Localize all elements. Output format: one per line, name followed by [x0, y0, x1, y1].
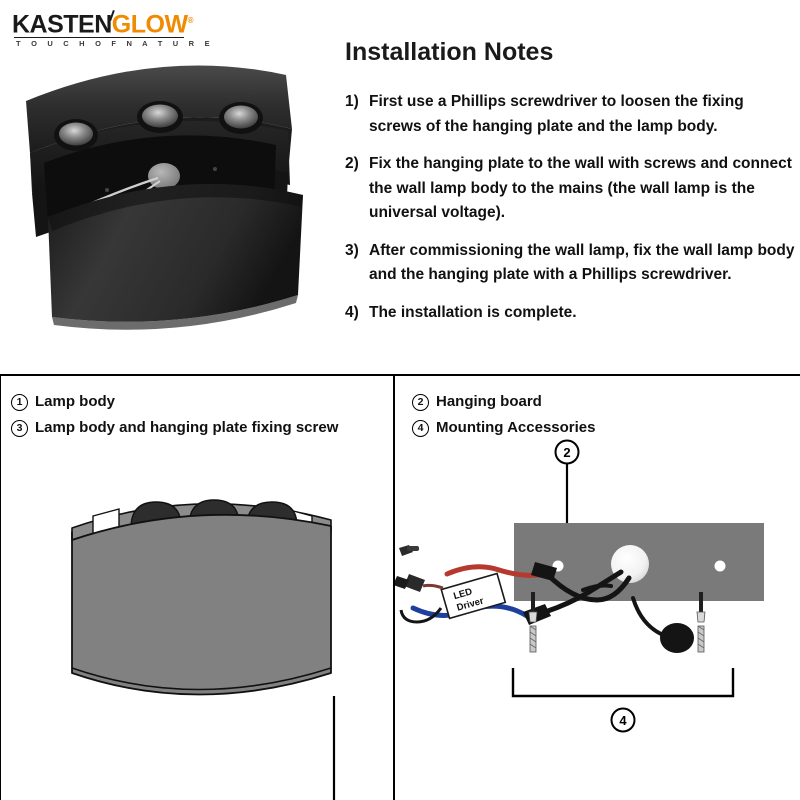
callout-marker-4: 4 — [610, 707, 636, 733]
svg-text:4: 4 — [619, 713, 627, 728]
legend-label-4: Mounting Accessories — [436, 419, 596, 436]
note-step-3-text: After commissioning the wall lamp, fix t… — [369, 241, 795, 284]
page-title: Installation Notes — [345, 38, 554, 66]
svg-text:2: 2 — [563, 445, 570, 460]
note-step-4: 4) The installation is complete. — [345, 301, 795, 326]
brand-name-part1: KASTEN — [12, 10, 112, 39]
callout-marker-2: 2 — [554, 439, 580, 465]
legend-marker-4: 4 — [412, 419, 429, 437]
accessory-pair-right — [696, 592, 706, 653]
top-section: KASTENGLOW® T O U C H O F N A T U R E — [0, 0, 800, 375]
legend-label-2: Hanging board — [436, 393, 542, 410]
figure-lamp-body-diagram: 3 1 — [1, 376, 393, 800]
diagram-led-driver: LED Driver — [440, 572, 507, 620]
product-photo — [8, 45, 328, 355]
logo-divider-rule — [14, 37, 184, 38]
diagram-loose-screw — [399, 545, 419, 556]
figure-hanging-board-diagram: 2 — [395, 376, 800, 800]
panel-left-border — [0, 376, 1, 800]
legend-item-4: 4 Mounting Accessories — [412, 415, 792, 441]
note-step-1-number: 1) — [345, 93, 359, 110]
led-driver-label-line1: LED — [452, 586, 473, 602]
installation-notes: Installation Notes 1) First use a Philli… — [345, 38, 795, 338]
brand-name-part2: GLOW — [111, 10, 188, 39]
legend-item-1: 1 Lamp body — [11, 389, 391, 415]
brand-logo: KASTENGLOW® T O U C H O F N A T U R E — [12, 8, 210, 50]
note-step-2: 2) Fix the hanging plate to the wall wit… — [345, 152, 795, 226]
legend-marker-1: 1 — [11, 393, 28, 411]
legend-marker-2: 2 — [412, 393, 429, 411]
legend-right: 2 Hanging board 4 Mounting Accessories — [412, 389, 792, 441]
panel-lamp-body: 1 Lamp body 3 Lamp body and hanging plat… — [1, 376, 393, 800]
legend-item-3: 3 Lamp body and hanging plate fixing scr… — [11, 415, 391, 441]
note-step-2-number: 2) — [345, 155, 359, 172]
board-screw-hole-right — [714, 560, 726, 572]
diagram-hanging-board — [514, 523, 764, 601]
note-step-4-text: The installation is complete. — [369, 303, 577, 321]
diagram-mounting-accessories — [528, 592, 706, 653]
legend-marker-3: 3 — [11, 419, 28, 437]
legend-left: 1 Lamp body 3 Lamp body and hanging plat… — [11, 389, 391, 441]
diagram-lamp-body — [71, 499, 332, 696]
note-step-3: 3) After commissioning the wall lamp, fi… — [345, 239, 795, 288]
panel-hanging-board: 2 Hanging board 4 Mounting Accessories — [395, 376, 800, 800]
section-divider-horizontal — [0, 374, 800, 376]
brand-wordmark: KASTENGLOW® — [12, 8, 194, 39]
note-step-1: 1) First use a Phillips screwdriver to l… — [345, 90, 795, 139]
photo-lamp-cover-lower — [48, 184, 303, 330]
callout-bracket-4 — [511, 668, 735, 698]
legend-label-3: Lamp body and hanging plate fixing screw — [35, 419, 339, 436]
note-step-1-text: First use a Phillips screwdriver to loos… — [369, 93, 744, 135]
section-divider-vertical — [393, 376, 395, 800]
accessory-pair-left — [528, 592, 538, 653]
registered-trademark-icon: ® — [187, 16, 194, 25]
note-step-4-number: 4) — [345, 303, 359, 321]
legend-item-2: 2 Hanging board — [412, 389, 792, 415]
diagram-driver-input-lead — [395, 574, 444, 624]
brand-tagline: T O U C H O F N A T U R E — [16, 39, 214, 48]
note-step-3-number: 3) — [345, 241, 359, 259]
note-step-2-text: Fix the hanging plate to the wall with s… — [369, 155, 792, 221]
legend-label-1: Lamp body — [35, 393, 116, 410]
